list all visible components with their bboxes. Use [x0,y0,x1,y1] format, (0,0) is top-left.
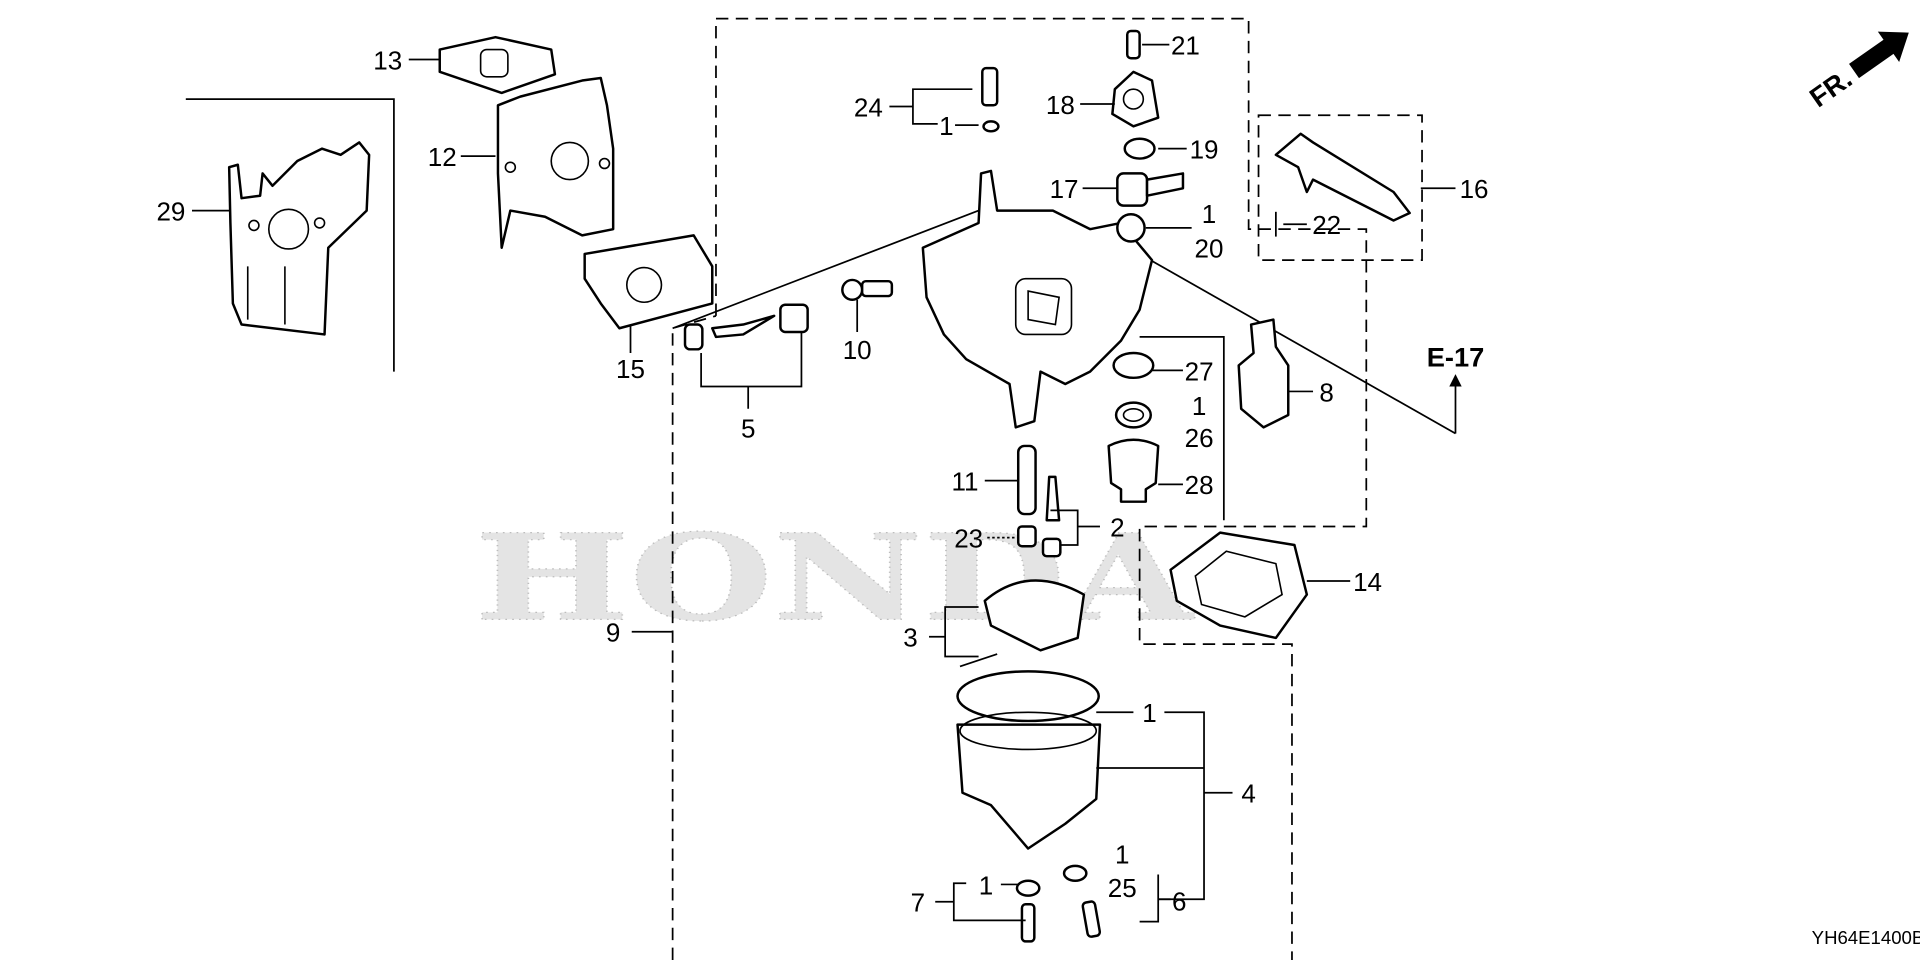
callout-25: 25 [1108,873,1137,903]
reference-e17-link[interactable]: E-17 [1427,342,1485,373]
diagram-code: YH64E1400B [1812,927,1920,948]
callout-10: 10 [843,335,872,365]
callout-14: 14 [1353,567,1382,597]
callout-6: 6 [1172,886,1186,916]
front-direction-arrow-icon: FR. [1804,31,1909,114]
part-7-bolt [1015,879,1041,943]
callout-1-washer-7: 1 [979,870,993,900]
carburetor-body [921,169,1154,429]
part-25-washer [1062,864,1088,882]
callout-2: 2 [1110,512,1124,542]
part-11-jet [1016,444,1037,516]
callout-1-washer-25: 1 [1115,839,1129,869]
part-20-washer [1116,213,1146,243]
part-24-screw [981,66,1000,133]
part-3-float [959,579,1086,668]
callout-3: 3 [903,623,917,653]
callout-11: 11 [951,467,978,497]
callout-1-gasket: 1 [1142,698,1156,728]
part-16-lever [1274,132,1411,222]
callout-22: 22 [1312,210,1341,240]
callout-9: 9 [606,618,620,648]
callout-13: 13 [373,45,402,75]
callout-7: 7 [911,888,925,918]
callout-21: 21 [1171,31,1200,61]
part-23-jet [1016,525,1037,548]
callout-23: 23 [954,524,983,554]
callout-24: 24 [854,92,883,122]
callout-5: 5 [741,413,755,443]
part-10-screw [841,278,894,302]
part-21-screw [1125,29,1141,60]
part-18-cover [1111,70,1160,128]
part-13-gasket [438,35,557,95]
callout-1-oring: 1 [1192,391,1206,421]
part-2-needle [1041,475,1062,558]
part-4-float-bowl [956,670,1102,850]
callout-16: 16 [1460,174,1489,204]
part-29-bracket [227,141,371,336]
callout-20: 20 [1195,234,1224,264]
callout-1-washer-20: 1 [1202,199,1216,229]
part-14-gasket [1169,531,1309,640]
front-direction-label: FR. [1804,63,1858,114]
part-28-cup [1107,438,1160,503]
part-17-valve [1116,172,1185,207]
callout-29: 29 [156,196,185,226]
part-6-bolt [1081,900,1102,938]
part-5-screw-spring [683,303,809,351]
leader-lines [192,43,1462,923]
callout-17: 17 [1050,174,1079,204]
honda-watermark: HONDA [474,508,1195,648]
part-12-plate [496,76,615,249]
part-26-oring [1114,401,1152,429]
callout-18: 18 [1046,90,1075,120]
callout-1-washer: 1 [939,111,953,141]
callout-28: 28 [1185,470,1214,500]
callout-27: 27 [1185,356,1214,386]
assembly-outline [185,17,1456,960]
part-8-lever [1237,318,1290,429]
callout-26: 26 [1185,423,1214,453]
callout-4: 4 [1241,779,1255,809]
part-27-valve [1112,351,1155,380]
callout-15: 15 [616,354,645,384]
part-15-gasket [583,234,714,330]
part-19-gasket [1123,137,1156,160]
callout-8: 8 [1319,377,1333,407]
callout-12: 12 [428,142,457,172]
callout-19: 19 [1190,135,1219,165]
